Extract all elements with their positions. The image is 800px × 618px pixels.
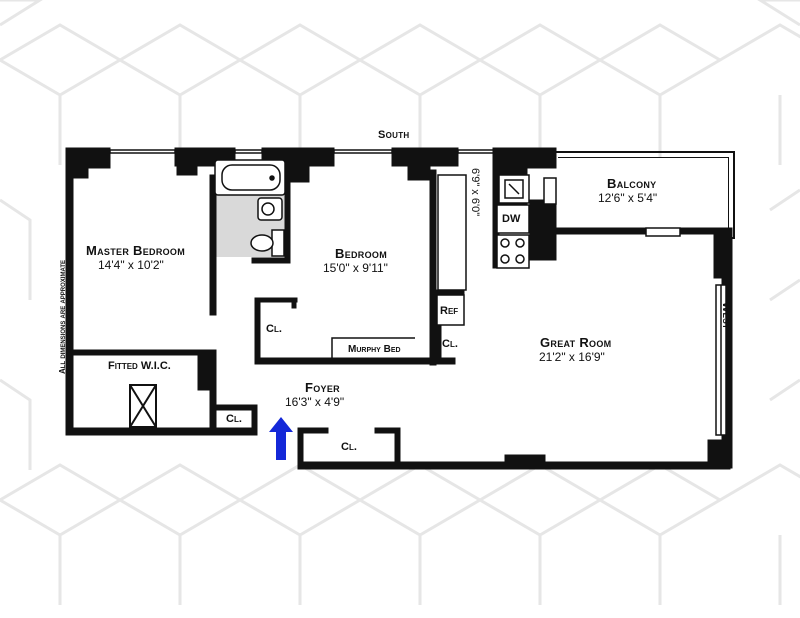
foyer-dims: 16'3" x 4'9" [285,395,345,409]
balcony-name: Balcony [607,176,657,191]
bedroom-name: Bedroom [335,246,387,261]
kitchen-fixtures [436,174,557,326]
kitchen-dims: 6'9" x 6'0" [469,168,481,217]
balcony-door [645,227,681,237]
background-pattern [0,0,800,605]
dimensions-note: All dimensions are approximate [58,259,67,374]
refrigerator-label: Ref [440,305,459,317]
great-room-name: Great Room [540,335,612,350]
front-closet-label: Cl. [341,441,357,453]
bathroom-fixtures [214,159,286,257]
compass-south-label: South [378,129,410,141]
murphy-bed-label: Murphy Bed [348,344,401,355]
dishwasher-label: DW [502,213,521,225]
master-bedroom-name: Master Bedroom [86,243,186,258]
balcony-dims: 12'6" x 5'4" [598,191,658,205]
entry-arrow [269,417,293,460]
bedroom-closet-label: Cl. [266,323,282,335]
great-room-dims: 21'2" x 16'9" [539,350,605,364]
fitted-wic-label: Fitted W.I.C. [108,360,171,372]
foyer-name: Foyer [305,380,340,395]
kitchen-closet-label: Cl. [442,338,458,350]
foyer-closet-label: Cl. [226,413,242,425]
murphy-bed-outline [331,337,415,358]
wic-cabinet [129,384,157,428]
bedroom-dims: 15'0" x 9'11" [323,261,388,275]
master-bedroom-dims: 14'4" x 10'2" [98,258,164,272]
west-window [715,284,727,436]
compass-west-label: West [720,302,732,330]
